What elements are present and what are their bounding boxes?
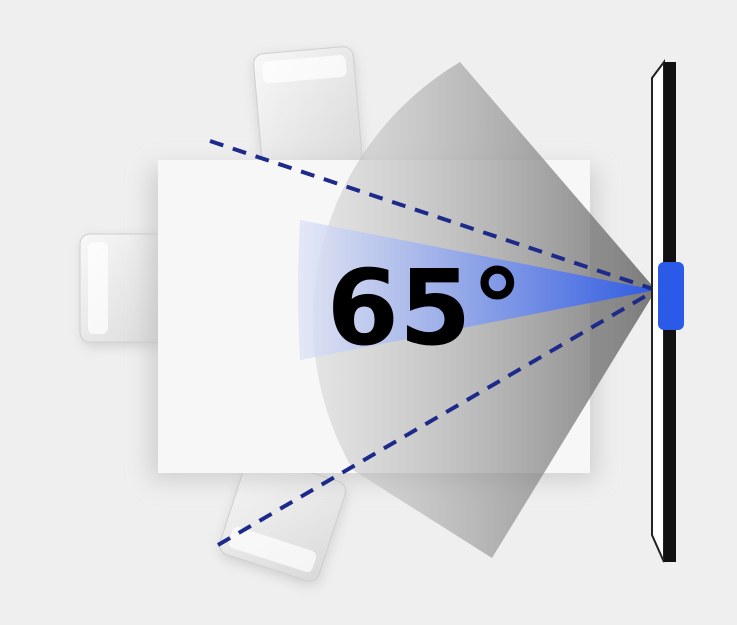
fov-upper-line bbox=[209, 139, 657, 292]
fov-lower-line bbox=[216, 288, 658, 547]
angle-label: 65° bbox=[327, 247, 524, 369]
chair-left bbox=[79, 233, 170, 346]
chair-bottom bbox=[219, 454, 347, 586]
camera-icon bbox=[658, 262, 684, 330]
camera-field-of-view bbox=[298, 220, 656, 360]
chair-top bbox=[253, 46, 363, 178]
